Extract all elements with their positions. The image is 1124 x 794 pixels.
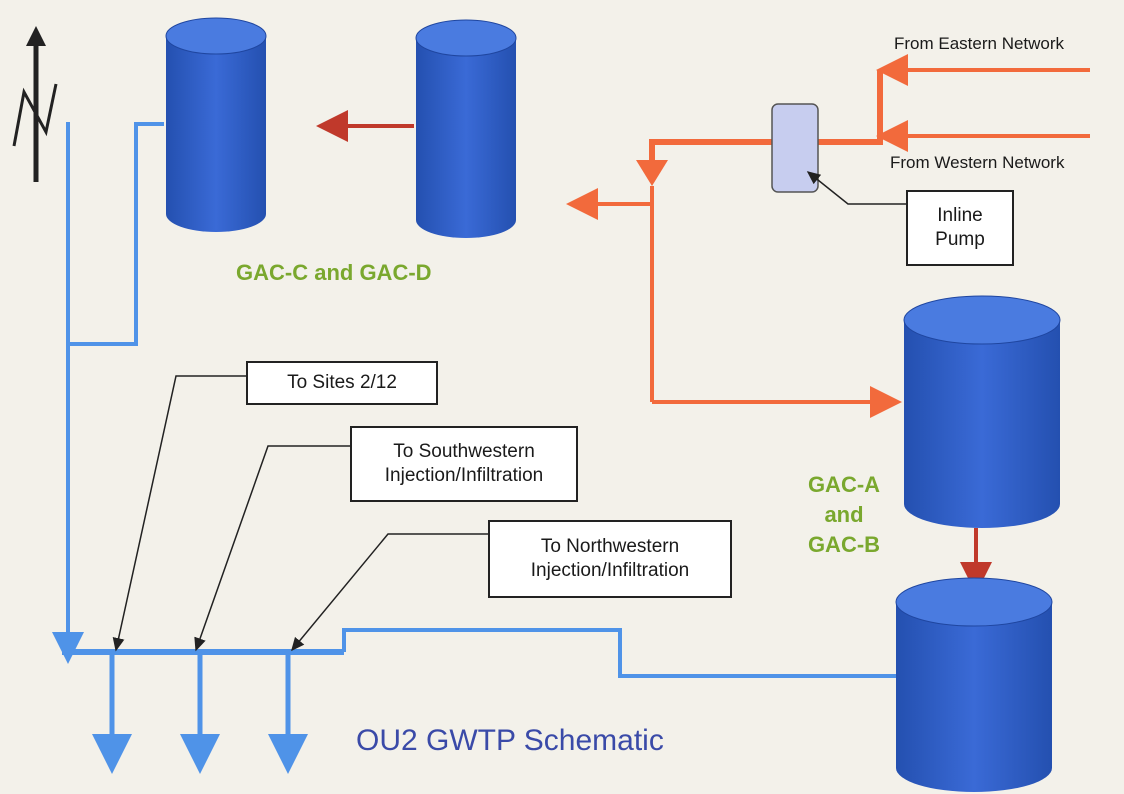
group-label-ab: GAC-A and GAC-B bbox=[786, 470, 902, 560]
destination-northwestern-line-1: To Northwestern bbox=[540, 536, 680, 557]
group-label-ab-line-2: and bbox=[824, 502, 864, 527]
tank-gac-b bbox=[895, 577, 1053, 792]
inline-pump bbox=[771, 103, 819, 193]
group-label-cd: GAC-C and GAC-D bbox=[236, 260, 432, 285]
destination-sites-label: To Sites 2/12 bbox=[287, 372, 397, 393]
inline-pump-label: Inline Pump bbox=[906, 190, 1014, 266]
leader-lines bbox=[112, 171, 906, 652]
destination-southwestern-line-1: To Southwestern bbox=[393, 441, 535, 462]
destination-northwestern-box: To Northwestern Injection/Infiltration bbox=[488, 520, 732, 598]
pump-label-line-2: Pump bbox=[935, 229, 985, 250]
group-label-ab-line-1: GAC-A bbox=[807, 472, 881, 497]
source-eastern-label: From Eastern Network bbox=[894, 34, 1065, 53]
pump-label-line-1: Inline bbox=[937, 205, 983, 226]
destination-northwestern-line-2: Injection/Infiltration bbox=[530, 560, 690, 581]
group-label-ab-line-3: GAC-B bbox=[807, 532, 881, 557]
destination-sites-box: To Sites 2/12 bbox=[246, 361, 438, 405]
influent-piping bbox=[566, 54, 1090, 418]
tank-gac-c bbox=[165, 17, 267, 232]
tank-gac-a bbox=[903, 295, 1061, 528]
tank-gac-d bbox=[415, 19, 517, 238]
diagram-title: OU2 GWTP Schematic bbox=[356, 724, 664, 757]
destination-southwestern-box: To Southwestern Injection/Infiltration bbox=[350, 426, 578, 502]
destination-southwestern-line-2: Injection/Infiltration bbox=[384, 465, 544, 486]
treated-piping bbox=[52, 122, 896, 774]
north-arrow-icon bbox=[12, 26, 58, 182]
source-western-label: From Western Network bbox=[890, 153, 1065, 172]
